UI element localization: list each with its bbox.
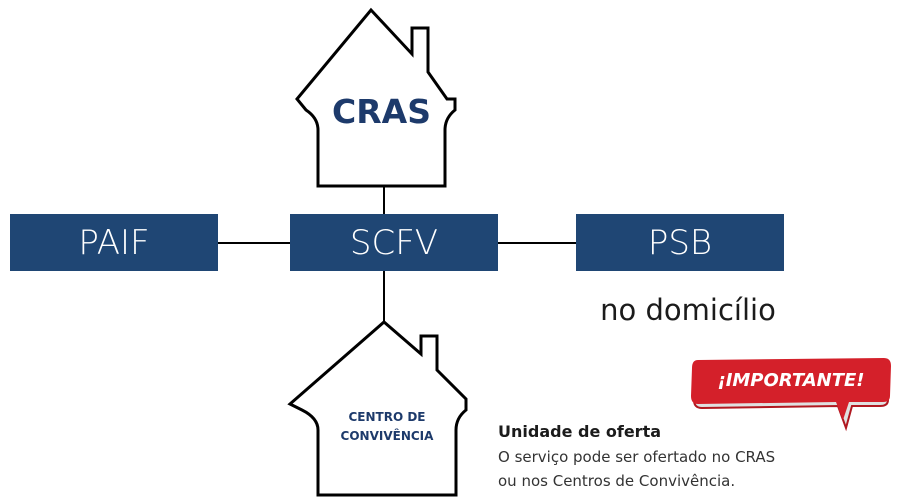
psb-label: PSB — [647, 222, 713, 263]
importante-badge: ¡IMPORTANTE! — [717, 370, 865, 391]
speech-bubble-icon — [691, 358, 891, 432]
scfv-box: SCFV — [290, 214, 498, 271]
note-title: Unidade de oferta — [498, 422, 662, 441]
scfv-label: SCFV — [349, 222, 439, 263]
paif-box: PAIF — [10, 214, 218, 271]
centro-label-line2: CONVIVÊNCIA — [340, 429, 434, 443]
centro-label-line1: CENTRO DE — [348, 410, 426, 424]
note-line1: O serviço pode ser ofertado no CRAS — [498, 448, 776, 466]
note-line2: ou nos Centros de Convivência. — [498, 472, 736, 490]
house-icon — [295, 7, 457, 188]
house-icon — [287, 320, 468, 497]
psb-caption: no domicílio — [600, 293, 776, 327]
psb-box: PSB — [576, 214, 784, 271]
cras-label: CRAS — [332, 92, 431, 131]
paif-label: PAIF — [78, 222, 150, 263]
